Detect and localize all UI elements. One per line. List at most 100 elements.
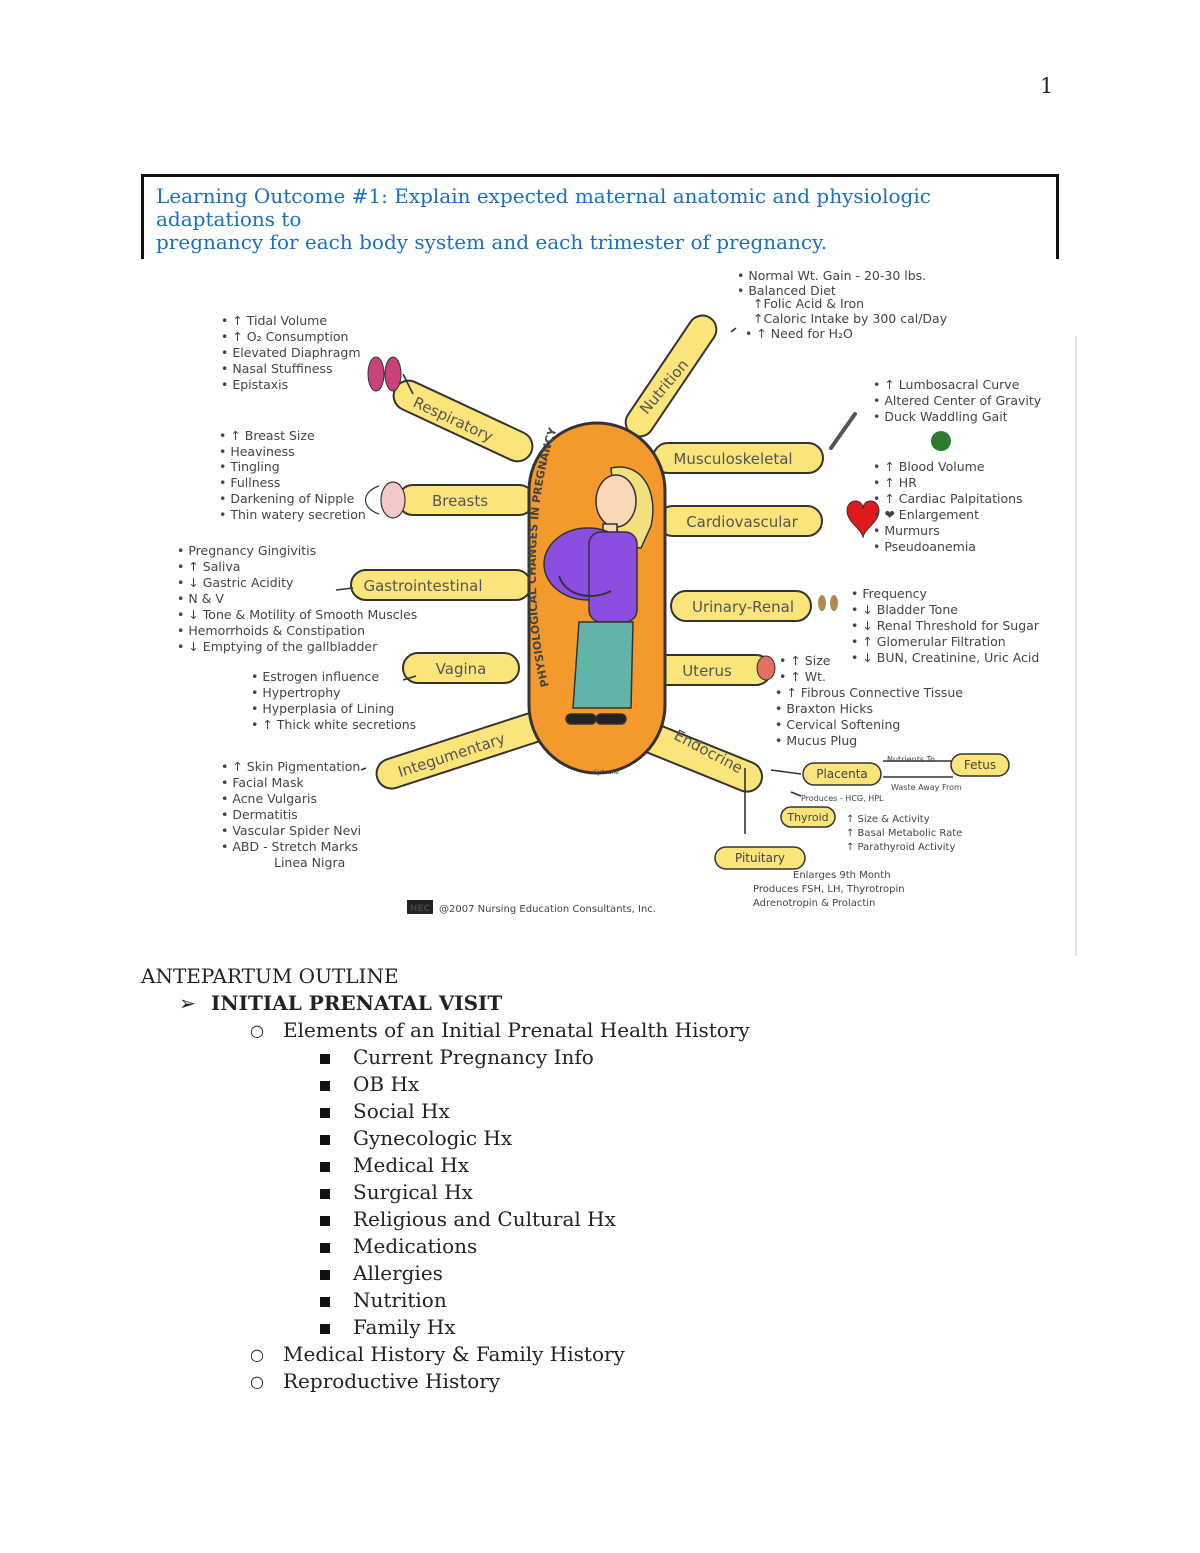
circle-bullet-icon: ○ — [250, 1345, 264, 1364]
waste-away-label: Waste Away From — [891, 783, 962, 792]
nutrition-item: • ↑ Need for H₂O — [745, 326, 853, 341]
learning-outcome-text: Learning Outcome #1: Explain expected ma… — [156, 185, 1036, 254]
subsection-label: Elements of an Initial Prenatal Health H… — [283, 1018, 750, 1042]
label-breasts: Breasts — [432, 492, 488, 510]
square-bullet-icon — [320, 1297, 330, 1307]
square-bullet-icon — [320, 1081, 330, 1091]
gi-item: • ↓ Tone & Motility of Smooth Muscles — [177, 607, 417, 622]
label-gastrointestinal: Gastrointestinal — [363, 577, 482, 595]
list-item: Social Hx — [320, 1098, 750, 1125]
outline-subsection: ○ Reproductive History — [250, 1368, 750, 1395]
musculoskeletal-list: • ↑ Lumbosacral Curve • Altered Center o… — [873, 377, 1042, 424]
label-musculoskeletal: Musculoskeletal — [673, 450, 792, 468]
uterus-item: • Cervical Softening — [775, 717, 900, 732]
cardiovascular-list: • ↑ Blood Volume • ↑ HR • ↑ Cardiac Palp… — [873, 459, 1023, 554]
spoke-urinary-renal — [670, 590, 812, 622]
square-bullet-icon — [320, 1108, 330, 1118]
kidney-icon — [818, 595, 838, 611]
label-cardiovascular: Cardiovascular — [686, 513, 798, 531]
nutrients-to-label: Nutrients To — [887, 755, 935, 764]
nutrition-item: ↑Folic Acid & Iron — [753, 296, 864, 311]
breasts-item: • Thin watery secretion — [219, 507, 366, 522]
musculoskeletal-item: • ↑ Lumbosacral Curve — [873, 377, 1020, 392]
page-number: 1 — [1040, 74, 1054, 98]
uterus-item: • Mucus Plug — [775, 733, 857, 748]
integumentary-item: • ABD - Stretch Marks — [221, 839, 358, 854]
thyroid-item: ↑ Parathyroid Activity — [846, 842, 955, 853]
learning-outcome-line-1: Learning Outcome #1: Explain expected ma… — [156, 184, 931, 231]
nec-logo-text: NEC — [410, 904, 431, 914]
gi-item: • ↑ Saliva — [177, 559, 240, 574]
thyroid-item: ↑ Size & Activity — [846, 814, 930, 825]
outline-section: ➢ INITIAL PRENATAL VISIT — [179, 990, 750, 1017]
list-item: Medications — [320, 1233, 750, 1260]
uterus-item: • ↑ Size — [779, 653, 831, 668]
square-bullet-icon — [320, 1270, 330, 1280]
learning-outcome-box: Learning Outcome #1: Explain expected ma… — [141, 174, 1059, 259]
breasts-list: • ↑ Breast Size • Heaviness • Tingling •… — [219, 428, 366, 522]
nec-logo — [407, 900, 433, 914]
list-item-label: Current Pregnancy Info — [353, 1045, 594, 1069]
square-bullet-icon — [320, 1162, 330, 1172]
integumentary-list: • ↑ Skin Pigmentation • Facial Mask • Ac… — [221, 759, 361, 870]
urinary-item: • Frequency — [851, 586, 928, 601]
uterus-item: • ↑ Wt. — [779, 669, 826, 684]
list-item: Family Hx — [320, 1314, 750, 1341]
cardiovascular-item: • ↑ Cardiac Palpitations — [873, 491, 1023, 506]
musculoskeletal-item: • Duck Waddling Gait — [873, 409, 1008, 424]
pituitary-item: Produces FSH, LH, Thyrotropin — [753, 884, 905, 895]
respiratory-list: • ↑ Tidal Volume • ↑ O₂ Consumption • El… — [221, 313, 361, 392]
list-item-label: Gynecologic Hx — [353, 1126, 513, 1150]
gi-item: • Pregnancy Gingivitis — [177, 543, 316, 558]
musculoskeletal-item: • Altered Center of Gravity — [873, 393, 1042, 408]
spokes — [350, 314, 824, 793]
pituitary-item: Enlarges 9th Month — [793, 870, 891, 881]
list-item-label: Family Hx — [353, 1315, 456, 1339]
uterus-item: • Braxton Hicks — [775, 701, 873, 716]
list-item-label: Allergies — [353, 1261, 443, 1285]
breasts-item: • Darkening of Nipple — [219, 491, 355, 506]
label-urinary-renal: Urinary-Renal — [692, 598, 794, 616]
gi-list: • Pregnancy Gingivitis • ↑ Saliva • ↓ Ga… — [177, 543, 417, 654]
square-bullet-icon — [320, 1243, 330, 1253]
vagina-item: • Hypertrophy — [251, 685, 341, 700]
outline-subsection: ○ Medical History & Family History — [250, 1341, 750, 1368]
outline-subsection: ○ Elements of an Initial Prenatal Health… — [250, 1017, 750, 1044]
label-vagina: Vagina — [436, 660, 487, 678]
cardiovascular-item: • Murmurs — [873, 523, 940, 538]
list-item-label: Religious and Cultural Hx — [353, 1207, 616, 1231]
list-item: Religious and Cultural Hx — [320, 1206, 750, 1233]
pituitary-item: Adrenotropin & Prolactin — [753, 898, 875, 909]
subsection-label: Reproductive History — [283, 1369, 501, 1393]
square-bullet-icon — [320, 1189, 330, 1199]
list-item-label: Surgical Hx — [353, 1180, 473, 1204]
integumentary-item: • Facial Mask — [221, 775, 304, 790]
uterus-item: • ↑ Fibrous Connective Tissue — [775, 685, 963, 700]
uterus-list: • ↑ Size • ↑ Wt. • ↑ Fibrous Connective … — [775, 653, 963, 748]
list-item-label: Medications — [353, 1234, 478, 1258]
cardiovascular-item: • ↑ HR — [873, 475, 917, 490]
pregnant-woman-figure — [543, 466, 654, 725]
respiratory-item: • ↑ Tidal Volume — [221, 313, 327, 328]
label-uterus: Uterus — [682, 662, 732, 680]
vagina-list: • Estrogen influence • Hypertrophy • Hyp… — [251, 669, 416, 732]
gi-item: • Hemorrhoids & Constipation — [177, 623, 365, 638]
outline-title: ANTEPARTUM OUTLINE — [141, 964, 399, 988]
uterus-icon — [756, 655, 776, 681]
list-item: Allergies — [320, 1260, 750, 1287]
list-item-label: Nutrition — [353, 1288, 447, 1312]
square-bullet-icon — [320, 1054, 330, 1064]
integumentary-item: • Dermatitis — [221, 807, 298, 822]
placenta-label: Placenta — [816, 767, 868, 781]
gi-item: • N & V — [177, 591, 224, 606]
nutrition-list: • Normal Wt. Gain - 20-30 lbs. • Balance… — [737, 268, 948, 341]
integumentary-item: • Vascular Spider Nevi — [221, 823, 361, 838]
vagina-item: • Hyperplasia of Lining — [251, 701, 394, 716]
vagina-item: • Estrogen influence — [251, 669, 379, 684]
arrow-bullet-icon: ➢ — [179, 991, 196, 1015]
integumentary-item: • Acne Vulgaris — [221, 791, 317, 806]
section-heading: INITIAL PRENATAL VISIT — [211, 991, 503, 1015]
breasts-item: • Heaviness — [219, 444, 295, 459]
bone-icon — [829, 412, 857, 450]
respiratory-item: • Epistaxis — [221, 377, 288, 392]
